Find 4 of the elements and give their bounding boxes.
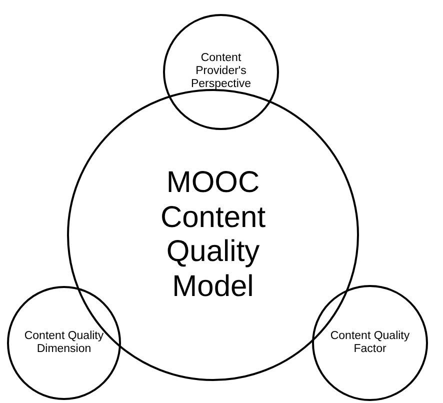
circle-label: Content Quality Dimension bbox=[24, 330, 104, 356]
circle-label: Content Provider's Perspective bbox=[190, 52, 252, 92]
circle-label: Content Quality Factor bbox=[330, 330, 410, 356]
circle-label: MOOC Content Quality Model bbox=[159, 166, 267, 304]
